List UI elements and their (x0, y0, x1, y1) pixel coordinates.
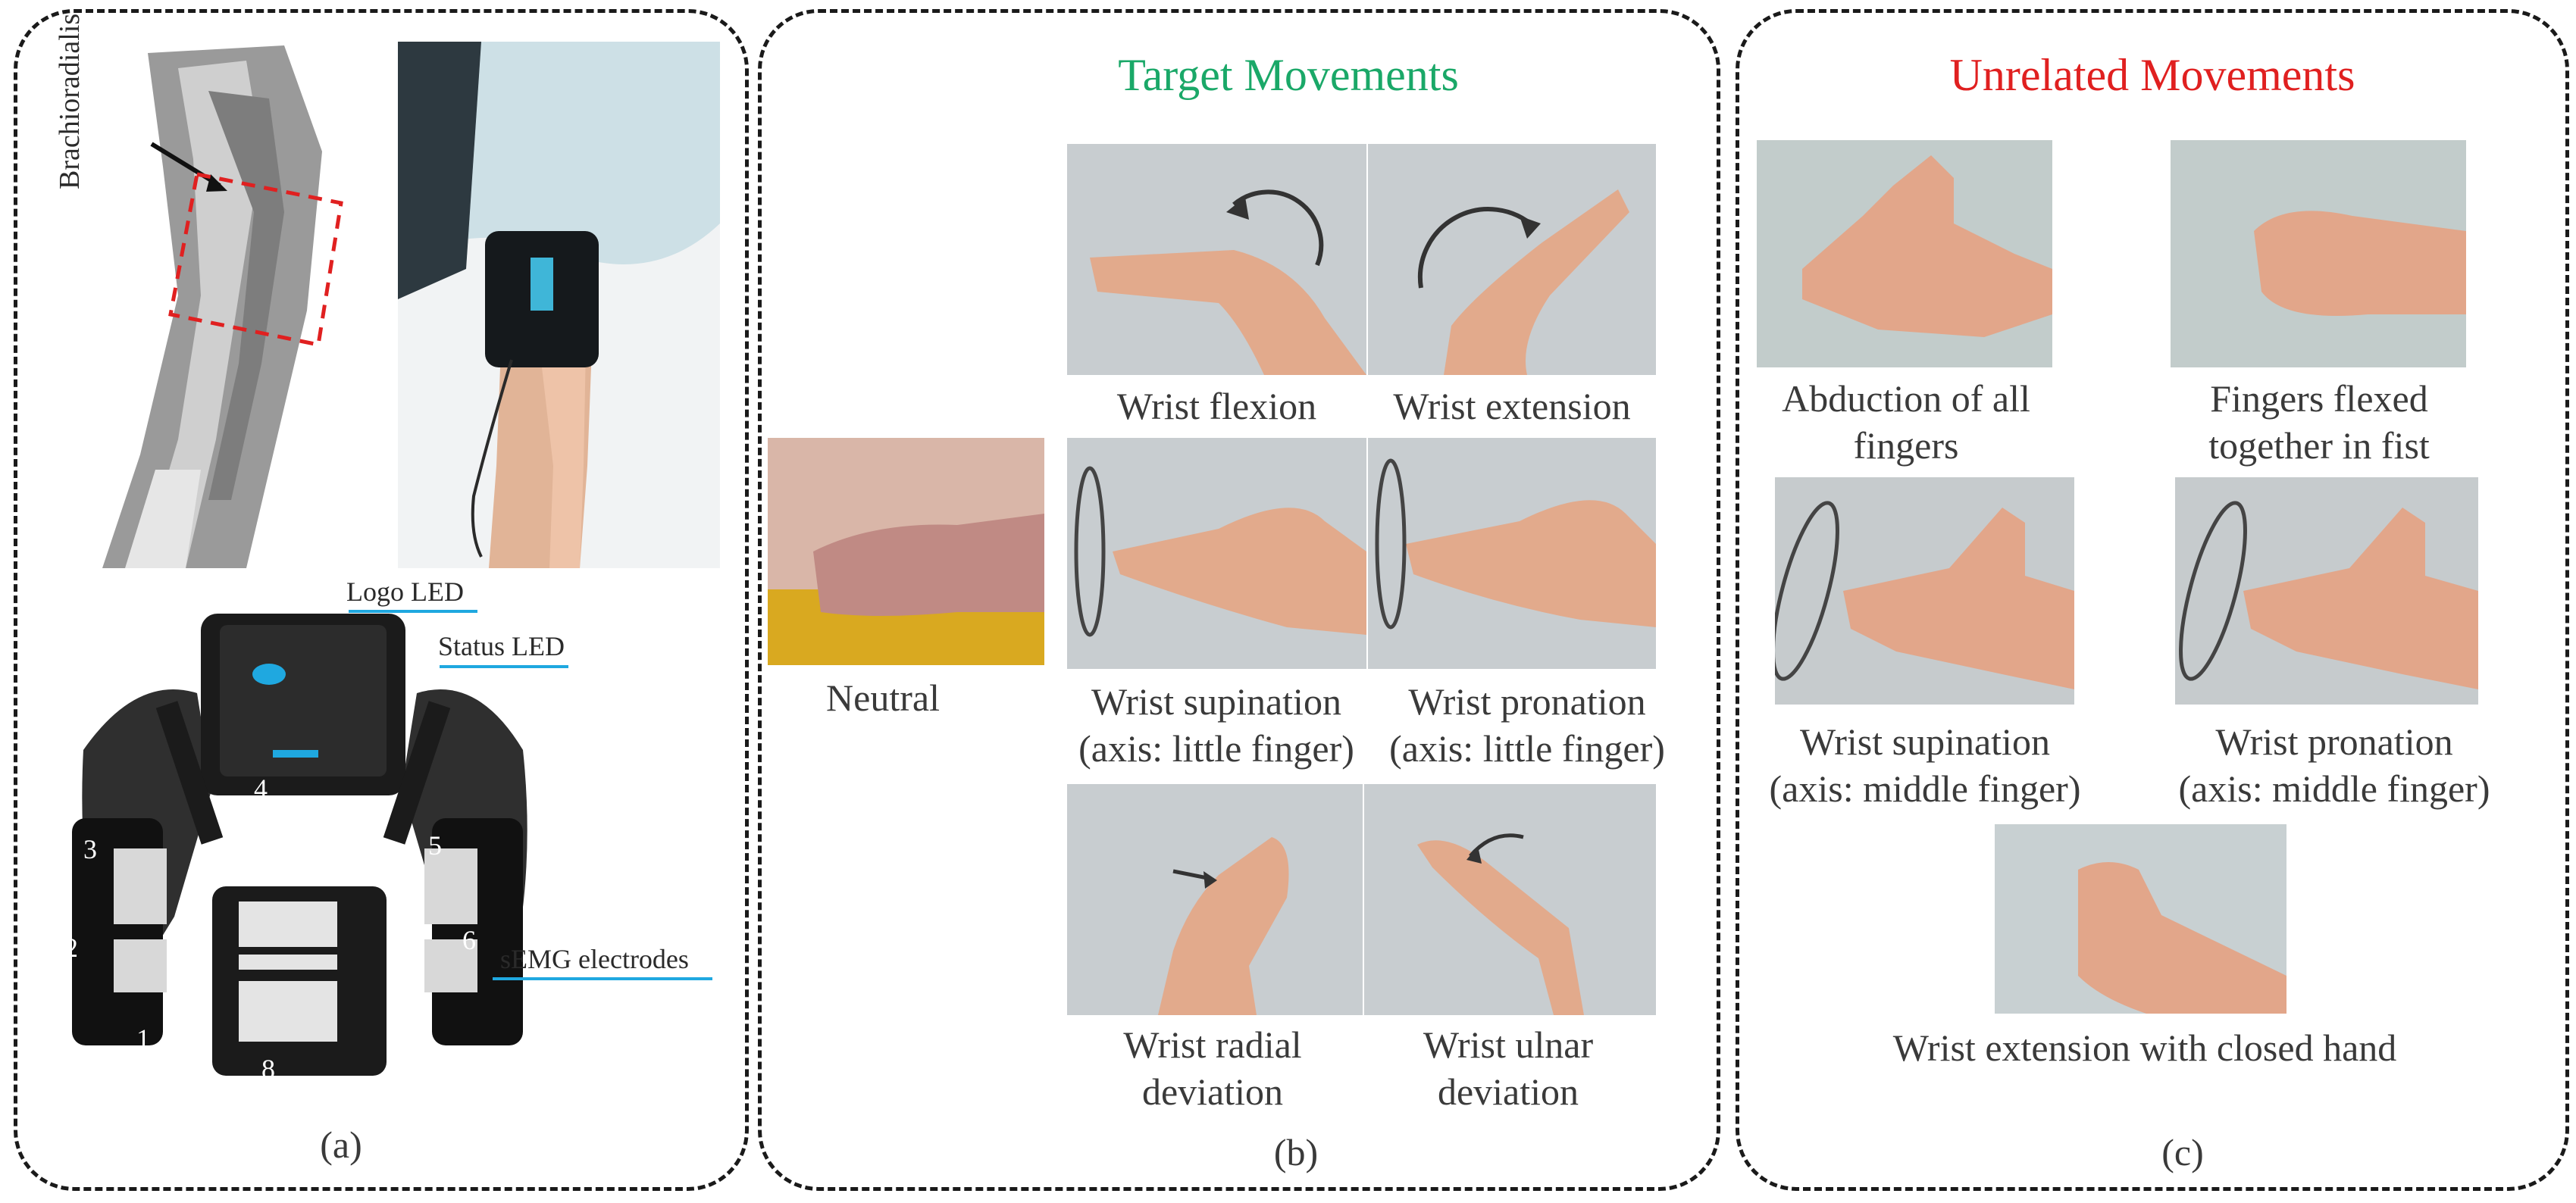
wrist-pronation-little-photo (1368, 438, 1656, 669)
pod-number-7: 7 (390, 1023, 404, 1054)
armband-worn-photo (398, 42, 720, 568)
wrist-pronation-middle-photo (2175, 477, 2478, 705)
panel-b-caption: (b) (1273, 1131, 1319, 1173)
status-led-label: Status LED (438, 631, 565, 661)
panel-b-title: Target Movements (1118, 50, 1459, 100)
wrist-flexion-caption: Wrist flexion (1116, 385, 1317, 427)
caption-line: (axis: middle finger) (1769, 767, 2081, 810)
panel-a (14, 9, 749, 1191)
status-led-leader (440, 665, 568, 668)
caption-line: Wrist radial (1123, 1023, 1302, 1066)
pod-number-4: 4 (254, 773, 268, 804)
pod-number-8: 8 (261, 1054, 275, 1084)
fist-photo (2171, 140, 2466, 367)
wrist-radial-deviation-photo (1067, 784, 1363, 1015)
armband-device-illustration (72, 614, 527, 1076)
wrist-ulnar-deviation-photo (1364, 784, 1656, 1015)
pod-number-1: 1 (136, 1023, 150, 1054)
anatomy-overlay (150, 142, 343, 347)
wrist-extension-closed-caption: Wrist extension with closed hand (1892, 1026, 2397, 1069)
wrist-extension-closed-photo (1995, 824, 2286, 1014)
wrist-pronation-little-caption: Wrist pronation (axis: little finger) (1368, 678, 1686, 772)
abduction-photo (1757, 140, 2052, 367)
electrodes-leader (493, 977, 712, 980)
wrist-ulnar-deviation-caption: Wrist ulnar deviation (1357, 1021, 1660, 1115)
pod-number-5: 5 (428, 830, 442, 861)
wrist-radial-deviation-caption: Wrist radial deviation (1061, 1021, 1364, 1115)
wrist-extension-caption: Wrist extension (1393, 385, 1631, 427)
caption-line: Wrist pronation (2215, 720, 2453, 763)
panel-c-caption: (c) (2161, 1131, 2204, 1173)
wrist-supination-middle-photo (1775, 477, 2074, 705)
caption-line: Wrist pronation (1408, 680, 1646, 723)
fist-caption: Fingers flexed together in fist (2156, 375, 2482, 469)
wrist-supination-middle-caption: Wrist supination (axis: middle finger) (1736, 718, 2114, 812)
caption-line: deviation (1437, 1070, 1579, 1113)
logo-led-label: Logo LED (346, 577, 464, 607)
forearm-anatomy-image (95, 45, 356, 568)
caption-line: (axis: little finger) (1078, 727, 1354, 770)
caption-line: Fingers flexed (2210, 377, 2428, 420)
caption-line: Abduction of all (1782, 377, 2030, 420)
caption-line: together in fist (2208, 424, 2430, 467)
wrist-pronation-middle-caption: Wrist pronation (axis: middle finger) (2145, 718, 2524, 812)
panel-a-caption: (a) (320, 1123, 362, 1166)
caption-line: Wrist ulnar (1423, 1023, 1594, 1066)
caption-line: Wrist supination (1091, 680, 1341, 723)
caption-line: (axis: middle finger) (2178, 767, 2490, 810)
wrist-supination-little-photo (1067, 438, 1366, 669)
caption-line: deviation (1141, 1070, 1284, 1113)
pod-number-3: 3 (83, 834, 97, 864)
neutral-photo (768, 438, 1044, 665)
caption-line: (axis: little finger) (1389, 727, 1665, 770)
panel-c (1736, 9, 2569, 1191)
pod-number-2: 2 (64, 933, 78, 963)
panel-b (758, 9, 1720, 1191)
wrist-flexion-photo (1067, 144, 1366, 375)
pod-number-6: 6 (462, 925, 476, 955)
wrist-supination-little-caption: Wrist supination (axis: little finger) (1057, 678, 1376, 772)
caption-line: Wrist supination (1800, 720, 2050, 763)
semg-electrodes-label: sEMG electrodes (500, 944, 689, 974)
abduction-caption: Abduction of all fingers (1743, 375, 2069, 469)
neutral-caption: Neutral (826, 676, 940, 719)
logo-led-leader (349, 610, 477, 613)
wrist-extension-photo (1368, 144, 1656, 375)
caption-line: fingers (1853, 424, 1959, 467)
panel-c-title: Unrelated Movements (1949, 50, 2355, 100)
